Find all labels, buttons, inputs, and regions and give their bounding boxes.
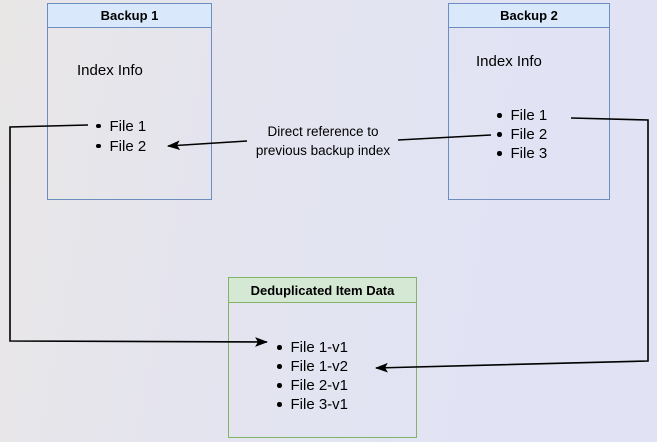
backup1-box: Backup 1	[47, 3, 212, 200]
list-item: File 3-v1	[277, 395, 348, 414]
list-item: File 2-v1	[277, 376, 348, 395]
file-label: File 3-v1	[290, 396, 349, 413]
backup1-index-info-label: Index Info	[77, 62, 143, 79]
backup2-box: Backup 2	[448, 3, 610, 200]
file-label: File 3	[510, 145, 548, 162]
bullet-icon	[96, 143, 101, 149]
list-item: File 1	[96, 116, 146, 136]
list-item: File 1-v2	[277, 357, 348, 376]
bullet-icon	[96, 123, 101, 129]
backup1-title: Backup 1	[48, 4, 211, 28]
reference-edge-label-line2: previous backup index	[255, 143, 391, 158]
list-item: File 2	[96, 136, 146, 156]
dedup-title: Deduplicated Item Data	[229, 278, 416, 303]
file-label: File 1-v1	[290, 339, 349, 356]
bullet-icon	[497, 132, 502, 137]
bullet-icon	[277, 402, 282, 407]
bullet-icon	[277, 383, 282, 388]
bullet-icon	[497, 113, 502, 118]
list-item: File 3	[497, 144, 547, 163]
list-item: File 1-v1	[277, 338, 348, 357]
file-label: File 2-v1	[290, 377, 349, 394]
backup1-file-list: File 1 File 2	[96, 116, 146, 156]
reference-edge-label: Direct reference to previous backup inde…	[223, 122, 423, 160]
bullet-icon	[277, 364, 282, 369]
reference-edge-label-line1: Direct reference to	[267, 124, 379, 139]
backup2-index-info-label: Index Info	[476, 53, 542, 70]
file-label: File 2	[109, 137, 147, 155]
file-label: File 1-v2	[290, 358, 349, 375]
file-label: File 1	[109, 117, 147, 135]
dedup-file-list: File 1-v1 File 1-v2 File 2-v1 File 3-v1	[277, 338, 348, 414]
bullet-icon	[497, 151, 502, 156]
file-label: File 2	[510, 126, 548, 143]
list-item: File 1	[497, 106, 547, 125]
list-item: File 2	[497, 125, 547, 144]
bullet-icon	[277, 345, 282, 350]
file-label: File 1	[510, 107, 548, 124]
backup2-file-list: File 1 File 2 File 3	[497, 106, 547, 163]
backup2-title: Backup 2	[449, 4, 609, 28]
